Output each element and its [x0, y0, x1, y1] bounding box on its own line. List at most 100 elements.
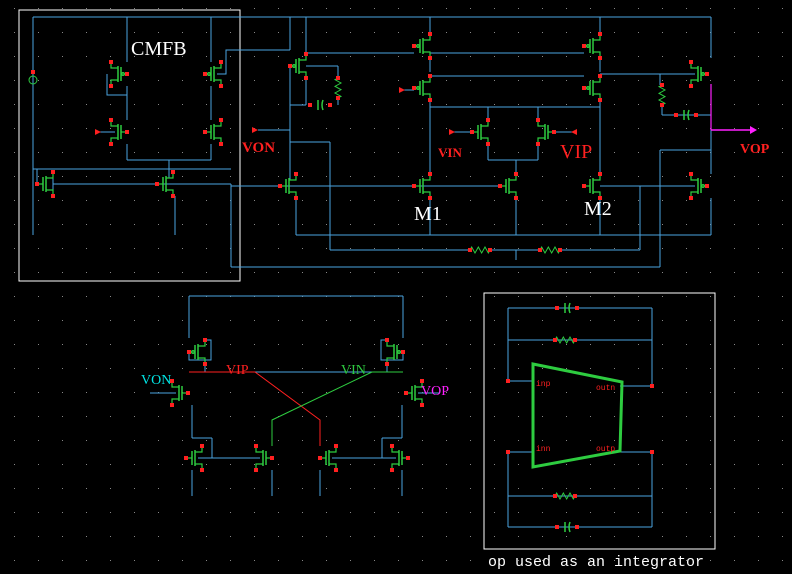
grid-dot: [614, 104, 615, 105]
grid-dot: [254, 224, 255, 225]
grid-dot: [374, 560, 375, 561]
grid-dot: [614, 344, 615, 345]
pin: [278, 184, 282, 188]
grid-dot: [350, 536, 351, 537]
grid-dot: [710, 488, 711, 489]
grid-dot: [782, 152, 783, 153]
nmos-transistor[interactable]: [320, 446, 337, 470]
grid-dot: [638, 56, 639, 57]
nmos-transistor[interactable]: [472, 120, 489, 144]
grid-dot: [518, 440, 519, 441]
grid-dot: [182, 488, 183, 489]
pin: [598, 56, 602, 60]
grid-dot: [206, 344, 207, 345]
resistor[interactable]: [554, 491, 576, 501]
grid-dot: [110, 344, 111, 345]
pmos-transistor[interactable]: [414, 34, 431, 58]
grid-dot: [734, 80, 735, 81]
pmos-transistor[interactable]: [584, 34, 601, 58]
nmos-transistor[interactable]: [414, 174, 431, 198]
grid-dot: [758, 344, 759, 345]
wire: [106, 74, 127, 96]
grid-dot: [62, 248, 63, 249]
pmos-transistor[interactable]: [290, 54, 307, 78]
pins: [31, 32, 709, 529]
grid-dot: [398, 344, 399, 345]
grid-dot: [446, 128, 447, 129]
grid-dot: [350, 560, 351, 561]
grid-dot: [86, 104, 87, 105]
nmos-transistor[interactable]: [186, 446, 203, 470]
integrator-frame: [483, 292, 716, 550]
pmos-transistor[interactable]: [690, 174, 707, 198]
resistor[interactable]: [554, 335, 576, 345]
grid-dot: [758, 104, 759, 105]
grid-dot: [566, 272, 567, 273]
nmos-transistor[interactable]: [205, 120, 222, 144]
grid-dot: [470, 416, 471, 417]
nmos-transistor[interactable]: [537, 120, 554, 144]
grid-dot: [542, 104, 543, 105]
grid-dot: [662, 272, 663, 273]
grid-dot: [494, 440, 495, 441]
resistor[interactable]: [333, 77, 343, 99]
pin: [203, 72, 207, 76]
grid-dot: [86, 368, 87, 369]
grid-dot: [494, 536, 495, 537]
grid-dot: [734, 344, 735, 345]
grid-dot: [614, 488, 615, 489]
grid-dot: [422, 200, 423, 201]
opamp-symbol[interactable]: [531, 362, 624, 469]
grid-dot: [350, 56, 351, 57]
grid-dot: [38, 200, 39, 201]
grid-dot: [782, 560, 783, 561]
grid-dot: [782, 368, 783, 369]
grid-dot: [614, 536, 615, 537]
grid-dot: [350, 320, 351, 321]
grid-dot: [278, 464, 279, 465]
pmos-transistor[interactable]: [584, 76, 601, 100]
grid-dot: [14, 176, 15, 177]
grid-dot: [230, 272, 231, 273]
grid-dot: [518, 152, 519, 153]
grid-dot: [374, 80, 375, 81]
grid-dot: [350, 80, 351, 81]
resistor[interactable]: [657, 84, 667, 106]
bias-pin: [399, 87, 405, 93]
grid-dot: [278, 560, 279, 561]
grid-dot: [638, 464, 639, 465]
grid-dot: [542, 224, 543, 225]
grid-dot: [446, 512, 447, 513]
pin: [125, 130, 129, 134]
grid-dot: [638, 152, 639, 153]
grid-dot: [686, 104, 687, 105]
grid-dot: [302, 464, 303, 465]
pin: [553, 338, 557, 342]
resistor[interactable]: [469, 245, 491, 255]
grid-dot: [566, 296, 567, 297]
nmos-transistor[interactable]: [37, 172, 54, 196]
grid-dot: [470, 32, 471, 33]
grid-dot: [374, 8, 375, 9]
pmos-transistor[interactable]: [110, 62, 127, 86]
nmos-transistor[interactable]: [584, 174, 601, 198]
nmos-transistor[interactable]: [500, 174, 517, 198]
grid-dot: [134, 200, 135, 201]
capacitor-plate: [687, 109, 690, 121]
grid-dot: [398, 80, 399, 81]
pin: [498, 184, 502, 188]
grid-dot: [782, 104, 783, 105]
pmos-transistor[interactable]: [414, 76, 431, 100]
pin: [689, 60, 693, 64]
grid-dot: [590, 32, 591, 33]
vip-label: VIP: [560, 141, 592, 163]
pin: [109, 84, 113, 88]
grid-dot: [374, 152, 375, 153]
grid-dot: [566, 392, 567, 393]
grid-dot: [710, 536, 711, 537]
grid-dot: [230, 488, 231, 489]
grid-dot: [302, 272, 303, 273]
resistor[interactable]: [539, 245, 561, 255]
pin: [390, 444, 394, 448]
